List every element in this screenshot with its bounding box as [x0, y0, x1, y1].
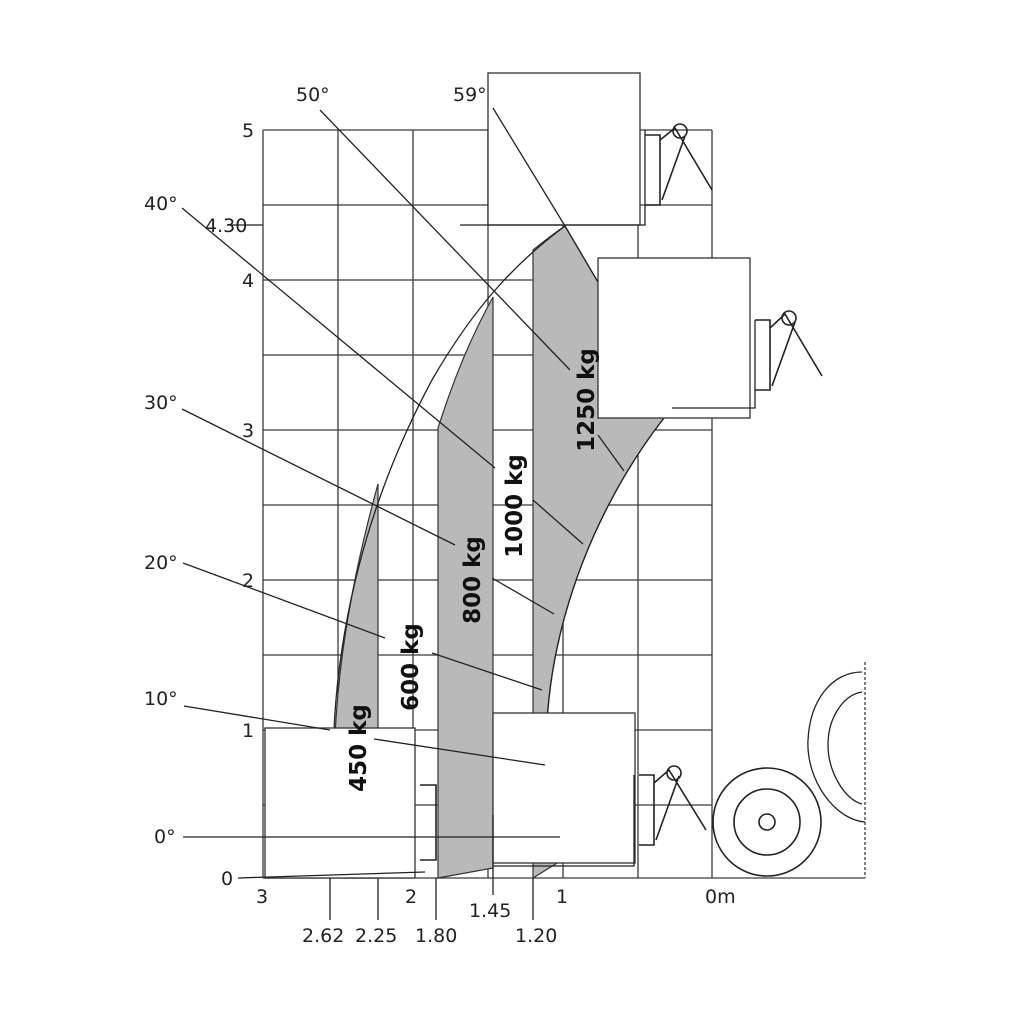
envelope-arc	[332, 225, 673, 879]
y-label-3: 3	[242, 420, 254, 442]
wheel-icon	[712, 767, 822, 877]
x-extra-1-80: 1.80	[415, 925, 457, 947]
x-label-1: 1	[556, 886, 568, 908]
x-extra-labels: 2.62 2.25 1.80 1.45 1.20	[302, 900, 557, 947]
attachment-top	[460, 72, 713, 226]
load-label-1250: 1250 kg	[574, 348, 600, 452]
angle-labels: 0° 10° 20° 30° 40° 50° 59°	[144, 84, 487, 848]
angle-30: 30°	[144, 392, 178, 414]
load-label-450: 450 kg	[346, 704, 372, 792]
attachment-mid	[597, 257, 823, 419]
angle-59: 59°	[453, 84, 487, 106]
y-label-1: 1	[242, 720, 254, 742]
y-label-0: 0	[221, 868, 233, 890]
y-axis-labels: 0 1 2 3 4 4.30 5	[205, 120, 254, 890]
load-label-1000: 1000 kg	[502, 454, 528, 558]
vehicle	[712, 671, 866, 877]
load-label-800: 800 kg	[460, 536, 486, 624]
x-extra-2-62: 2.62	[302, 925, 344, 947]
x-label-2: 2	[405, 886, 417, 908]
x-extra-1-45: 1.45	[469, 900, 511, 922]
y-label-4-30: 4.30	[205, 215, 247, 237]
x-extra-1-20: 1.20	[515, 925, 557, 947]
y-label-2: 2	[242, 570, 254, 592]
angle-40: 40°	[144, 193, 178, 215]
load-label-600: 600 kg	[398, 623, 424, 711]
x-axis-labels: 3 2 1 0m	[256, 886, 736, 908]
x-label-3: 3	[256, 886, 268, 908]
x-extra-2-25: 2.25	[355, 925, 397, 947]
x-label-0m: 0m	[705, 886, 736, 908]
x-reference-lines	[227, 224, 534, 920]
attachment-low	[492, 712, 707, 867]
y-label-5: 5	[242, 120, 254, 142]
angle-20: 20°	[144, 552, 178, 574]
load-labels: 450 kg 600 kg 800 kg 1000 kg 1250 kg	[346, 348, 600, 792]
angle-lines	[181, 107, 625, 838]
angle-10: 10°	[144, 688, 178, 710]
y-label-4: 4	[242, 270, 254, 292]
attachment-left	[237, 727, 437, 879]
angle-50: 50°	[296, 84, 330, 106]
zone-800kg	[437, 296, 494, 879]
angle-0: 0°	[154, 826, 176, 848]
